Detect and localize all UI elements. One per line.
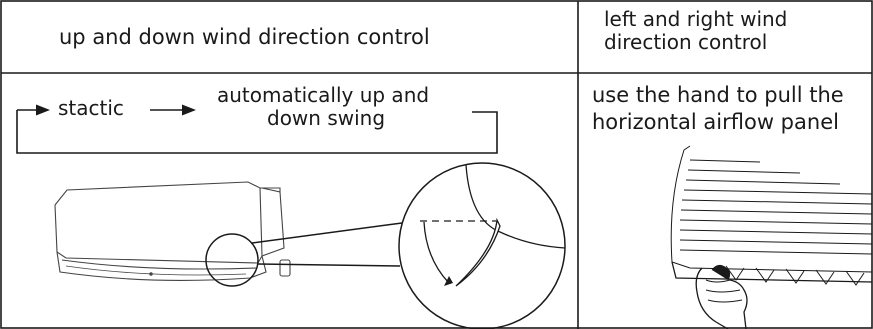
zoom-detail-circle (398, 162, 566, 329)
instruction-line2: horizontal airflow panel (592, 110, 839, 134)
hand-pull-illustration (670, 145, 873, 329)
cycle-return-line (16, 110, 498, 154)
header-up-down-control: up and down wind direction control (59, 25, 430, 49)
detail-callout (205, 162, 566, 329)
arrowhead-swing (182, 104, 196, 116)
mode-static-label: stactic (58, 96, 124, 120)
zoom-source-circle (205, 233, 259, 287)
header-left-right-control-line2: direction control (604, 30, 768, 54)
mode-swing-label-line2: down swing (267, 106, 386, 130)
instruction-line1: use the hand to pull the (592, 83, 844, 107)
arrowhead-static (36, 104, 50, 116)
callout-line-top (251, 222, 403, 244)
callout-line-bottom (257, 263, 401, 267)
mode-swing-label-line1: automatically up and (217, 83, 430, 107)
header-left-right-control-line1: left and right wind (604, 7, 788, 31)
mode-cycle-diagram (16, 104, 498, 154)
indoor-unit-illustration (54, 181, 291, 281)
